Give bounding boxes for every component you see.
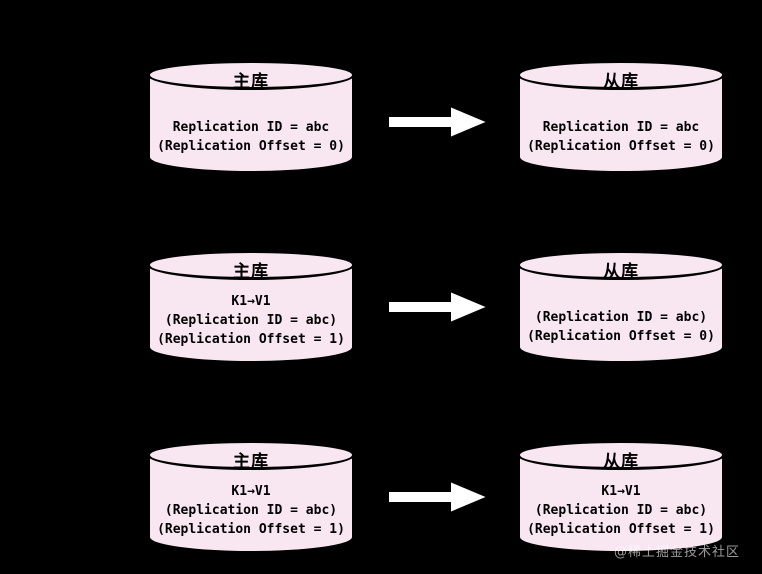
cylinder-top-ellipse xyxy=(517,60,725,90)
db-title: 主库 xyxy=(233,452,269,472)
db-state-line: Replication ID = abc xyxy=(542,120,700,135)
db-state-line: (Replication ID = abc) xyxy=(534,503,708,518)
cylinder-body xyxy=(147,455,355,554)
slave-db-cylinder-row1: 从库 Replication ID = abc (Replication Off… xyxy=(517,60,725,174)
cylinder-content: 从库 (Replication ID = abc) (Replication O… xyxy=(517,250,725,344)
db-state-lines: (Replication ID = abc) (Replication Offs… xyxy=(517,308,725,346)
db-title: 主库 xyxy=(233,72,269,92)
db-state-lines: Replication ID = abc (Replication Offset… xyxy=(517,118,725,156)
db-state-line: K1→V1 xyxy=(231,294,271,309)
db-state-line: (Replication ID = abc) xyxy=(534,310,708,325)
cylinder-top-ellipse xyxy=(517,250,725,280)
replication-arrow-row1 xyxy=(386,102,490,142)
cylinder-content: 主库 K1→V1 (Replication ID = abc) (Replica… xyxy=(147,440,355,537)
right-arrow-icon xyxy=(387,104,490,140)
replication-arrow-row2 xyxy=(386,287,490,327)
master-db-cylinder-row1: 主库 Replication ID = abc (Replication Off… xyxy=(147,60,355,174)
db-state-line: (Replication Offset = 0) xyxy=(527,329,715,344)
db-title: 从库 xyxy=(603,72,639,92)
db-state-line: (Replication ID = abc) xyxy=(164,313,338,328)
cylinder-content: 从库 K1→V1 (Replication ID = abc) (Replica… xyxy=(517,440,725,537)
cylinder-body xyxy=(517,75,725,174)
cylinder-body xyxy=(147,265,355,364)
db-state-line: (Replication Offset = 0) xyxy=(157,139,345,154)
db-state-line: (Replication Offset = 1) xyxy=(527,522,715,537)
right-arrow-icon xyxy=(387,479,490,515)
db-state-lines: K1→V1 (Replication ID = abc) (Replicatio… xyxy=(517,482,725,539)
db-state-line: (Replication Offset = 1) xyxy=(157,332,345,347)
db-state-lines: Replication ID = abc (Replication Offset… xyxy=(147,118,355,156)
db-title: 主库 xyxy=(233,262,269,282)
cylinder-body xyxy=(517,455,725,554)
cylinder-top-ellipse xyxy=(517,440,725,470)
db-state-line: (Replication ID = abc) xyxy=(164,503,338,518)
cylinder-body xyxy=(517,265,725,364)
cylinder-body xyxy=(147,75,355,174)
watermark: @稀土掘金技术社区 xyxy=(613,545,740,560)
db-title: 从库 xyxy=(603,452,639,472)
cylinder-top-ellipse xyxy=(147,440,355,470)
db-state-lines: K1→V1 (Replication ID = abc) (Replicatio… xyxy=(147,292,355,349)
cylinder-top-ellipse xyxy=(147,250,355,280)
db-title: 从库 xyxy=(603,262,639,282)
right-arrow-icon xyxy=(387,289,490,325)
db-state-lines: K1→V1 (Replication ID = abc) (Replicatio… xyxy=(147,482,355,539)
master-db-cylinder-row3: 主库 K1→V1 (Replication ID = abc) (Replica… xyxy=(147,440,355,554)
db-state-line: K1→V1 xyxy=(231,484,271,499)
master-db-cylinder-row2: 主库 K1→V1 (Replication ID = abc) (Replica… xyxy=(147,250,355,364)
slave-db-cylinder-row2: 从库 (Replication ID = abc) (Replication O… xyxy=(517,250,725,364)
db-state-line: K1→V1 xyxy=(601,484,641,499)
cylinder-content: 从库 Replication ID = abc (Replication Off… xyxy=(517,60,725,154)
db-state-line: Replication ID = abc xyxy=(172,120,330,135)
cylinder-content: 主库 Replication ID = abc (Replication Off… xyxy=(147,60,355,154)
cylinder-content: 主库 K1→V1 (Replication ID = abc) (Replica… xyxy=(147,250,355,347)
replication-arrow-row3 xyxy=(386,477,490,517)
cylinder-top-ellipse xyxy=(147,60,355,90)
db-state-line: (Replication Offset = 0) xyxy=(527,139,715,154)
db-state-line: (Replication Offset = 1) xyxy=(157,522,345,537)
slave-db-cylinder-row3: 从库 K1→V1 (Replication ID = abc) (Replica… xyxy=(517,440,725,554)
